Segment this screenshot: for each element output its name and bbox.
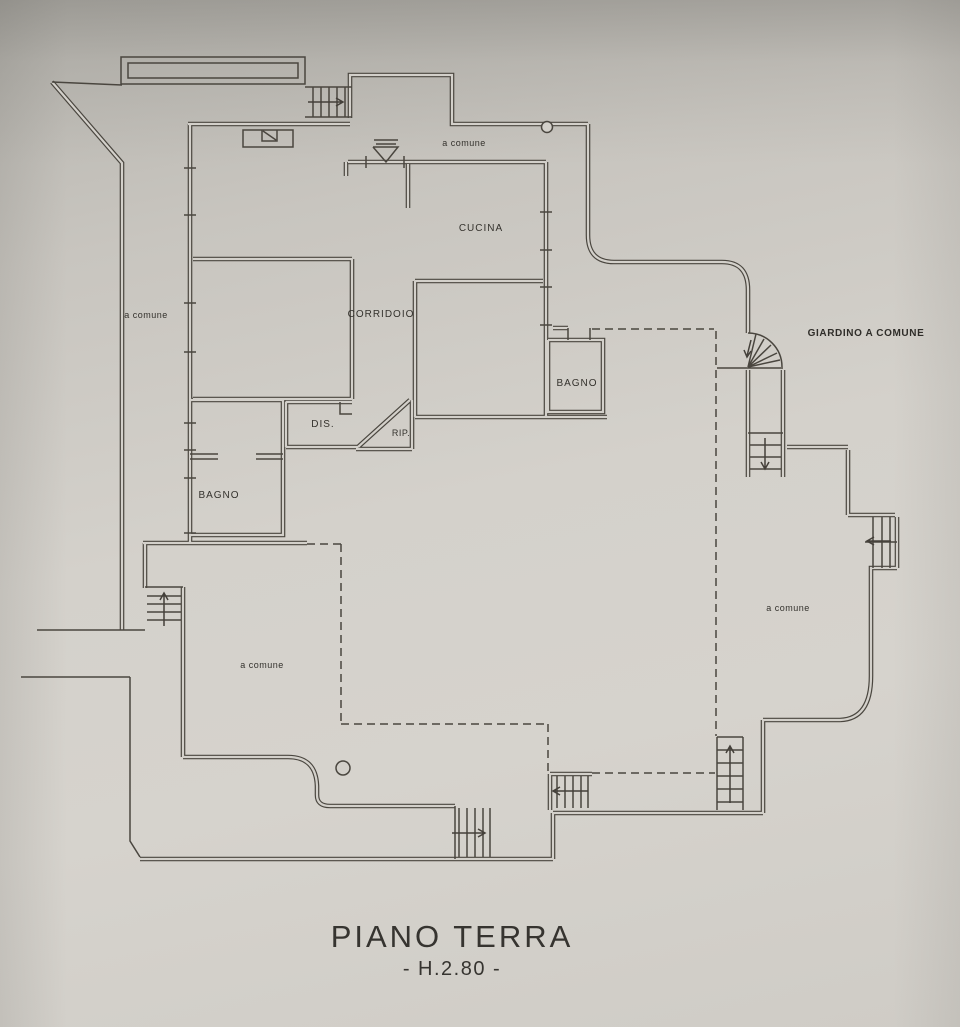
dashed-overhang-lines (307, 328, 717, 774)
stair-arrows (159, 97, 891, 838)
column-circle-symbol (335, 760, 351, 776)
wall-circle-symbol (540, 120, 554, 134)
label-cucina: CUCINA (459, 223, 503, 234)
label-rip: RIP. (392, 428, 410, 438)
label-a-comune-left: a comune (124, 310, 168, 320)
plan-height-note: - H.2.80 - (403, 958, 501, 980)
label-a-comune-top: a comune (442, 138, 486, 148)
label-bagno-left: BAGNO (198, 490, 239, 501)
label-corridoio: CORRIDOIO (348, 309, 415, 320)
walls-core (51, 73, 899, 861)
label-dis: DIS. (311, 419, 334, 430)
label-bagno-top: BAGNO (556, 378, 597, 389)
label-a-comune-right: a comune (766, 603, 810, 613)
label-a-comune-bottom: a comune (240, 660, 284, 670)
walls (50, 72, 900, 862)
label-giardino-a-comune: GIARDINO A COMUNE (808, 328, 925, 339)
plan-title: PIANO TERRA (331, 919, 574, 954)
